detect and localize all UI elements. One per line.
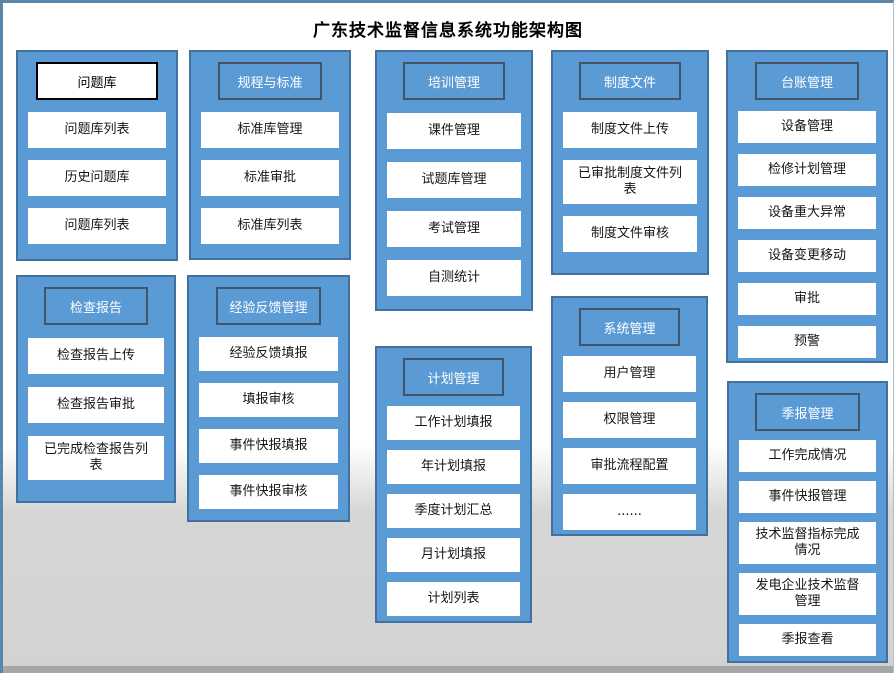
bottom-bar [3, 666, 893, 673]
module-box: 审批流程配置 [563, 448, 696, 484]
module-box: 检修计划管理 [738, 154, 876, 186]
panel-ledger-management: 台账管理 设备管理 检修计划管理 设备重大异常 设备变更移动 审批 预警 [726, 50, 888, 363]
module-box: 发电企业技术监督管理 [739, 573, 876, 615]
module-box: 经验反馈填报 [199, 337, 338, 371]
module-box: 设备重大异常 [738, 197, 876, 229]
module-box: 预警 [738, 326, 876, 358]
panel-plan-management: 计划管理 工作计划填报 年计划填报 季度计划汇总 月计划填报 计划列表 [375, 346, 532, 623]
panel-inspection-reports: 检查报告 检查报告上传 检查报告审批 已完成检查报告列表 [16, 275, 176, 503]
module-box: 工作计划填报 [387, 406, 520, 440]
module-box: 年计划填报 [387, 450, 520, 484]
module-box: 事件快报填报 [199, 429, 338, 463]
panel-training-management-header: 培训管理 [403, 62, 505, 100]
module-box: 制度文件上传 [563, 112, 697, 148]
module-box: 已完成检查报告列表 [28, 436, 164, 480]
module-box: 试题库管理 [387, 162, 521, 198]
module-box: 事件快报管理 [739, 481, 876, 513]
module-box: 设备变更移动 [738, 240, 876, 272]
module-box: 自测统计 [387, 260, 521, 296]
module-box: 考试管理 [387, 211, 521, 247]
module-box: 月计划填报 [387, 538, 520, 572]
module-box: 标准审批 [201, 160, 339, 196]
module-box: 问题库列表 [28, 112, 166, 148]
panel-training-management: 培训管理 课件管理 试题库管理 考试管理 自测统计 [375, 50, 533, 311]
module-box: 事件快报审核 [199, 475, 338, 509]
module-box: 权限管理 [563, 402, 696, 438]
panel-experience-feedback: 经验反馈管理 经验反馈填报 填报审核 事件快报填报 事件快报审核 [187, 275, 350, 522]
module-box: 标准库列表 [201, 208, 339, 244]
module-box: 季度计划汇总 [387, 494, 520, 528]
module-box: 历史问题库 [28, 160, 166, 196]
panel-regulations-standards: 规程与标准 标准库管理 标准审批 标准库列表 [189, 50, 351, 260]
module-box: 课件管理 [387, 113, 521, 149]
module-box: 审批 [738, 283, 876, 315]
panel-question-library-header: 问题库 [36, 62, 158, 100]
module-box: 工作完成情况 [739, 440, 876, 472]
module-box: 已审批制度文件列表 [563, 160, 697, 204]
module-box: 制度文件审核 [563, 216, 697, 252]
module-box: 问题库列表 [28, 208, 166, 244]
module-box: 设备管理 [738, 111, 876, 143]
panel-experience-feedback-header: 经验反馈管理 [215, 287, 322, 325]
panel-quarterly-report: 季报管理 工作完成情况 事件快报管理 技术监督指标完成情况 发电企业技术监督管理… [727, 381, 888, 663]
panel-quarterly-report-header: 季报管理 [755, 393, 860, 431]
module-box: 用户管理 [563, 356, 696, 392]
panel-inspection-reports-header: 检查报告 [44, 287, 148, 325]
diagram-title: 广东技术监督信息系统功能架构图 [313, 21, 583, 41]
panel-plan-management-header: 计划管理 [402, 358, 505, 396]
module-box: 检查报告上传 [28, 338, 164, 374]
module-box: 填报审核 [199, 383, 338, 417]
module-box: 检查报告审批 [28, 387, 164, 423]
panel-system-management-header: 系统管理 [578, 308, 681, 346]
panel-system-management: 系统管理 用户管理 权限管理 审批流程配置 ...... [551, 296, 708, 536]
panel-system-documents-header: 制度文件 [579, 62, 681, 100]
panel-ledger-management-header: 台账管理 [754, 62, 860, 100]
module-box: ...... [563, 494, 696, 530]
panel-question-library: 问题库 问题库列表 历史问题库 问题库列表 [16, 50, 178, 261]
panel-regulations-standards-header: 规程与标准 [217, 62, 323, 100]
module-box: 标准库管理 [201, 112, 339, 148]
module-box: 季报查看 [739, 624, 876, 656]
panel-system-documents: 制度文件 制度文件上传 已审批制度文件列表 制度文件审核 [551, 50, 709, 275]
module-box: 计划列表 [387, 582, 520, 616]
module-box: 技术监督指标完成情况 [739, 522, 876, 564]
